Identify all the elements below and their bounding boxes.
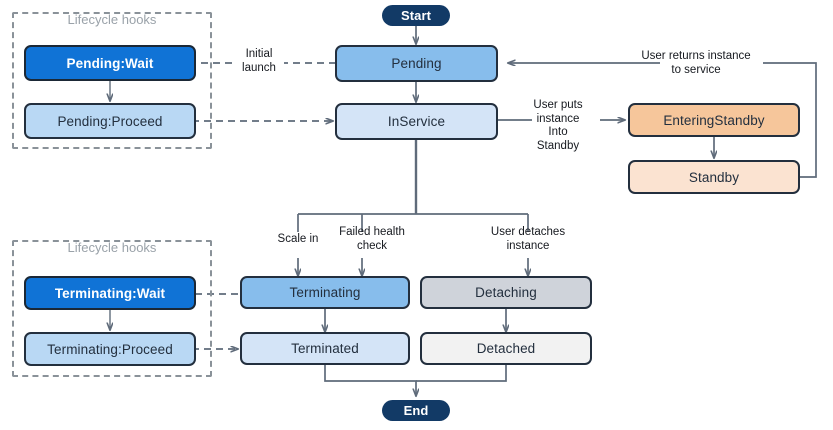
edge-terminated-to-end [324,365,416,396]
node-pending[interactable]: Pending [335,45,498,82]
lifecycle-hooks-title-terminating: Lifecycle hooks [67,240,157,255]
edge-detached-to-end [416,365,507,382]
lifecycle-hooks-group-pending [12,12,212,149]
node-detached[interactable]: Detached [420,332,592,365]
edge-label-scale-in: Scale in [277,233,319,245]
node-end[interactable]: End [382,400,450,421]
node-detaching[interactable]: Detaching [420,276,592,309]
node-terminating-wait[interactable]: Terminating:Wait [24,276,196,310]
edge-label-user-puts-into-standby: User puts instance Into Standby [533,99,583,152]
node-pending-wait[interactable]: Pending:Wait [24,45,196,81]
node-terminating-proceed[interactable]: Terminating:Proceed [24,332,196,366]
node-terminated[interactable]: Terminated [240,332,410,365]
edge-label-user-detaches-instance: User detaches instance [490,226,566,252]
node-pending-proceed[interactable]: Pending:Proceed [24,103,196,139]
lifecycle-hooks-group-terminating [12,240,212,377]
edge-label-user-returns-to-service: User returns instance to service [641,50,751,76]
node-entering-standby[interactable]: EnteringStandby [628,103,800,137]
edge-label-initial-launch: Initial launch [242,48,276,74]
node-start[interactable]: Start [382,5,450,26]
node-standby[interactable]: Standby [628,160,800,194]
node-inservice[interactable]: InService [335,103,498,140]
edge-label-failed-health-check: Failed health check [339,226,405,252]
node-terminating[interactable]: Terminating [240,276,410,309]
lifecycle-hooks-title-pending: Lifecycle hooks [67,12,157,27]
